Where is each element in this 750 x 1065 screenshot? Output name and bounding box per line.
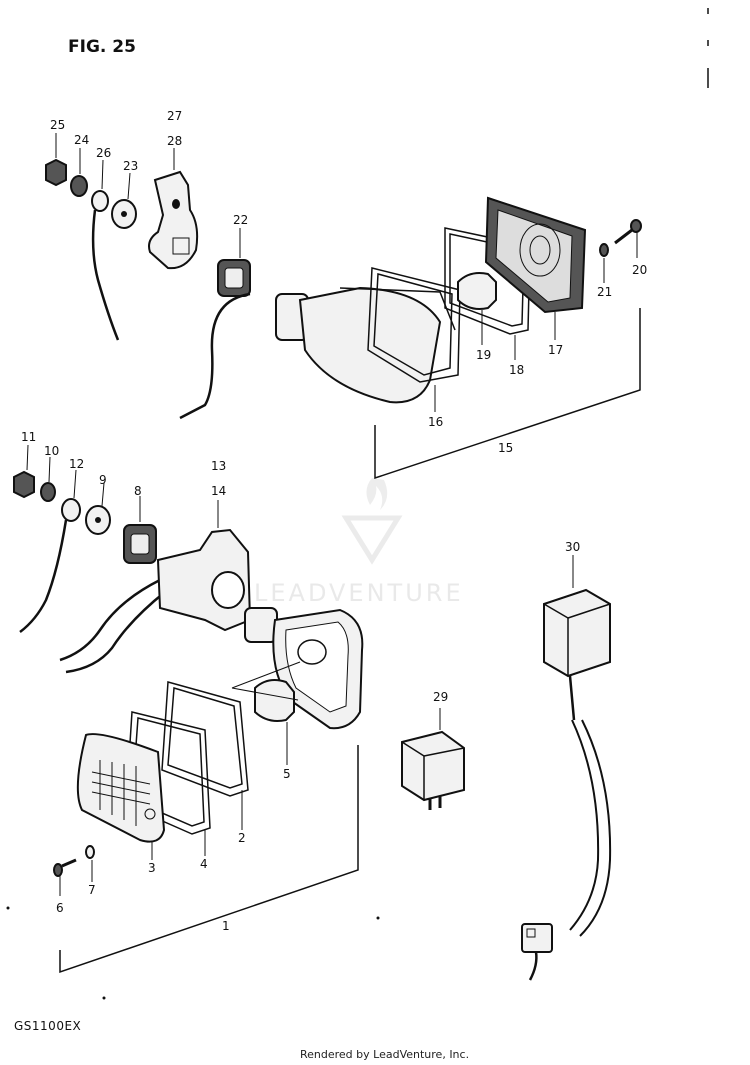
part-26-ground-lead [91, 159, 120, 341]
callout-19: 19 [476, 348, 491, 362]
callout-8: 8 [134, 484, 142, 498]
part-5-bulb [231, 661, 301, 765]
bracket-1 [59, 745, 359, 974]
callout-25: 25 [50, 118, 65, 132]
callout-24: 24 [74, 133, 89, 147]
callout-29: 29 [433, 690, 448, 704]
callout-22: 22 [233, 213, 248, 227]
part-20-screw [614, 219, 642, 258]
callout-12: 12 [69, 457, 84, 471]
callout-15: 15 [498, 441, 513, 455]
part-27-28-bracket [148, 148, 199, 270]
watermark-logo: LEADVENTURE [254, 478, 464, 607]
callout-5: 5 [283, 767, 291, 781]
part-9-washer [85, 482, 111, 535]
part-3-lens [76, 733, 166, 860]
callout-2: 2 [238, 831, 246, 845]
part-19-bulb [457, 272, 497, 345]
callout-9: 9 [99, 473, 107, 487]
callout-23: 23 [123, 159, 138, 173]
callout-numbers: 25 24 26 23 27 28 22 20 21 17 19 18 16 1… [21, 109, 647, 933]
part-7-washer [85, 845, 95, 882]
callout-6: 6 [56, 901, 64, 915]
part-25-nut [45, 133, 67, 187]
part-13-14-stay [156, 500, 252, 632]
part-24-washer [70, 148, 88, 197]
part-17-lens [484, 196, 587, 340]
callout-27: 27 [167, 109, 182, 123]
callout-26: 26 [96, 146, 111, 160]
lower-signal-wires [59, 578, 166, 674]
callout-18: 18 [509, 363, 524, 377]
model-code: GS1100EX [14, 1019, 81, 1033]
callout-11: 11 [21, 430, 36, 444]
callout-4: 4 [200, 857, 208, 871]
part-30-flasher [521, 555, 612, 981]
stray-dot [376, 916, 380, 920]
part-11-nut [13, 444, 35, 499]
callout-3: 3 [148, 861, 156, 875]
callout-13: 13 [211, 459, 226, 473]
part-21-washer [599, 243, 609, 283]
callout-14: 14 [211, 484, 226, 498]
bracket-15 [374, 308, 641, 480]
stray-dot [6, 906, 10, 910]
lower-signal-housing [244, 607, 364, 730]
callout-1: 1 [222, 919, 230, 933]
part-2-gasket [161, 681, 249, 830]
watermark-text: LEADVENTURE [254, 579, 464, 607]
callout-16: 16 [428, 415, 443, 429]
callout-21: 21 [597, 285, 612, 299]
part-29-relay [401, 708, 465, 810]
figure-label: FIG. 25 [68, 37, 136, 57]
callout-7: 7 [88, 883, 96, 897]
part-23-washer [111, 172, 137, 229]
part-10-washer [40, 456, 56, 502]
callout-17: 17 [548, 343, 563, 357]
upper-signal-housing [179, 286, 456, 420]
callout-20: 20 [632, 263, 647, 277]
part-6-screw [53, 858, 77, 896]
part-12-ground-lead [19, 469, 81, 633]
callout-30: 30 [565, 540, 580, 554]
stray-dot [102, 996, 106, 1000]
callout-28: 28 [167, 134, 182, 148]
callout-10: 10 [44, 444, 59, 458]
part-22-grommet [217, 228, 251, 297]
footer-text: Rendered by LeadVenture, Inc. [300, 1048, 469, 1061]
part-8-grommet [123, 496, 157, 564]
